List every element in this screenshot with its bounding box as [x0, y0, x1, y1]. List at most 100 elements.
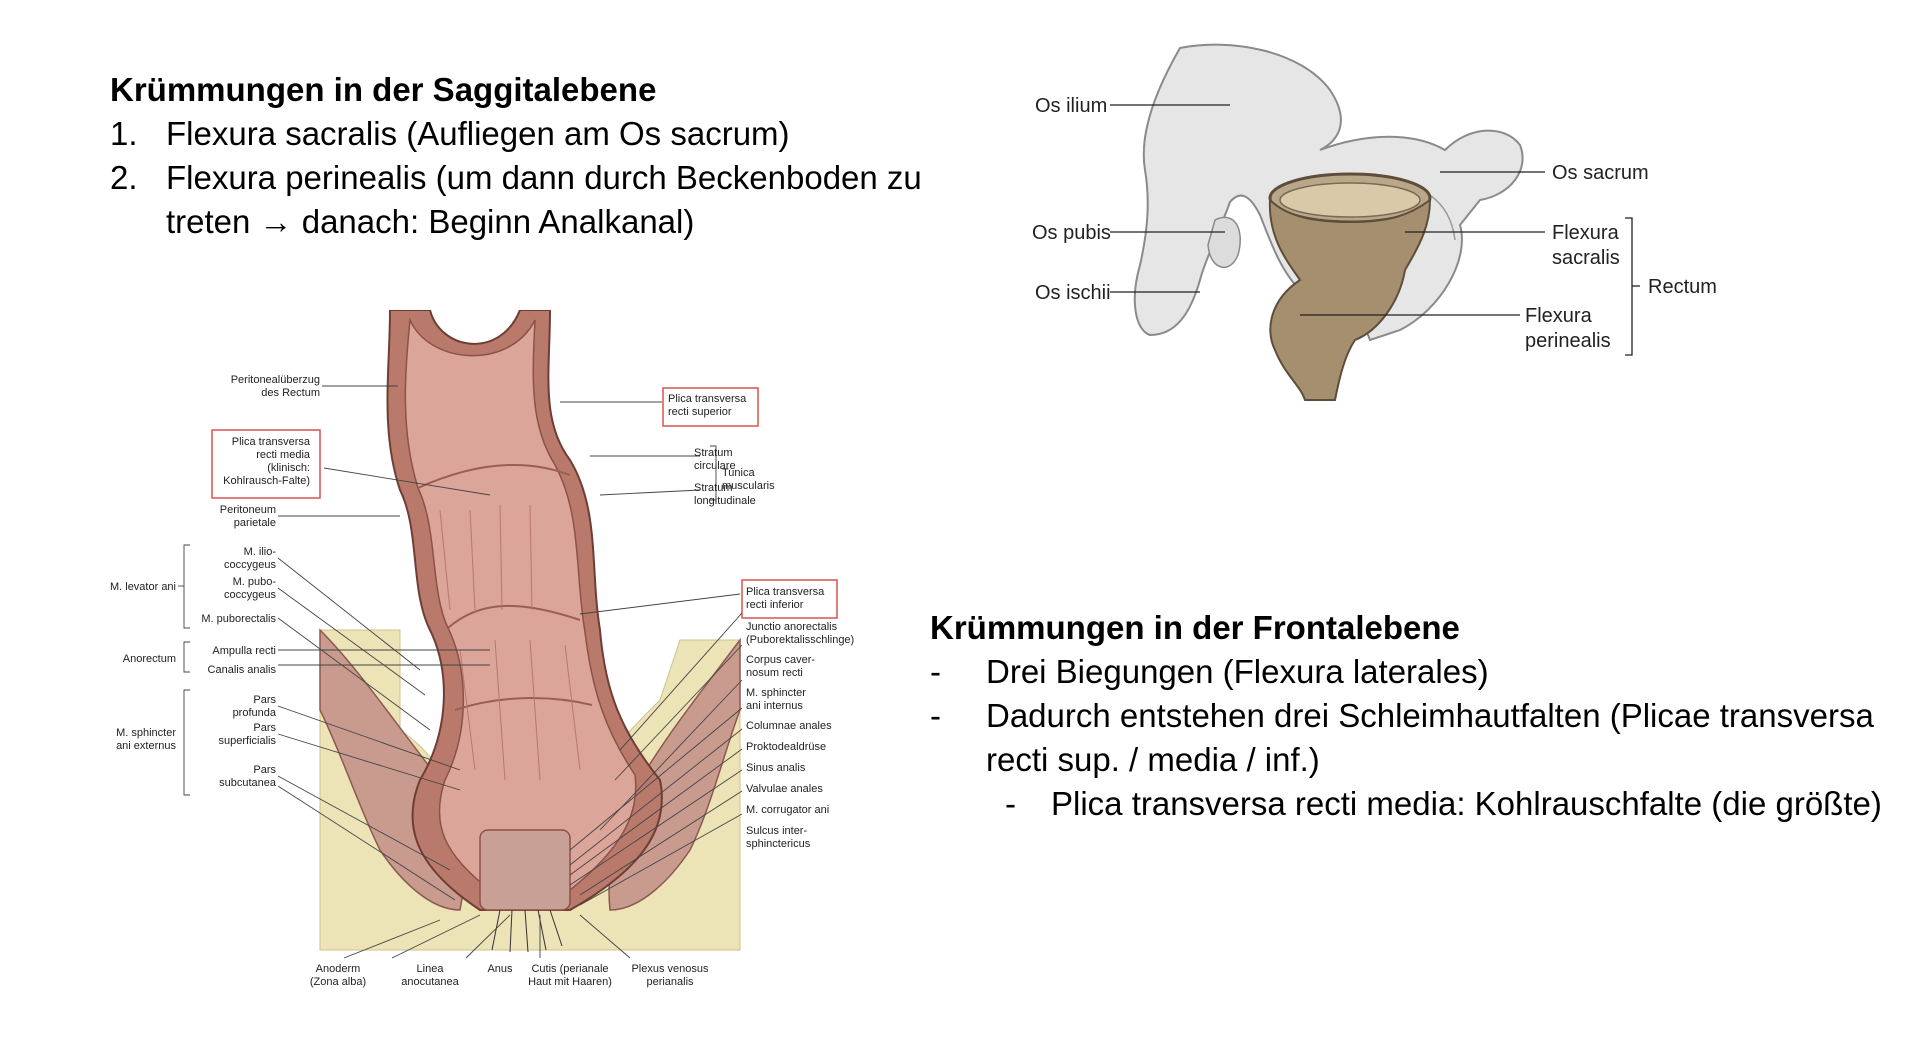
label-proktodeal: Proktodealdrüse: [746, 741, 826, 753]
label-peritoneum-1: Peritoneum: [220, 504, 276, 516]
list-text: Plica transversa recti media: Kohlrausch…: [1051, 785, 1882, 822]
label-os-ilium: Os ilium: [1035, 95, 1107, 117]
list-item-continuation: recti sup. / media / inf.): [930, 738, 1890, 782]
rectum-body: [1268, 197, 1432, 401]
sagittal-heading: Krümmungen in der Saggitalebene: [110, 71, 657, 108]
mucosa-striations: [439, 504, 581, 781]
sagittal-text-block: Krümmungen in der Saggitalebene 1. Flexu…: [110, 68, 970, 244]
label-tunica-1: Tunica: [722, 467, 755, 479]
label-os-ischii: Os ischii: [1035, 282, 1111, 304]
perianal-hairs: [491, 909, 563, 953]
list-item: 1. Flexura sacralis (Aufliegen am Os sac…: [110, 112, 970, 156]
highlight-box-superior: [662, 387, 759, 427]
label-media-4: Kohlrausch-Falte): [223, 475, 310, 487]
label-ilio-1: M. ilio-: [244, 546, 277, 558]
highlight-box-inferior: [741, 579, 838, 619]
list-marker: 1.: [110, 115, 138, 152]
label-junctio-1: Junctio anorectalis: [746, 621, 838, 633]
label-rectum: Rectum: [1648, 276, 1717, 298]
label-corpus-1: Corpus caver-: [746, 654, 815, 666]
label-longitudinale-2: longitudinale: [694, 495, 756, 507]
list-item: - Plica transversa recti media: Kohlraus…: [930, 782, 1890, 826]
label-tunica-2: muscularis: [722, 480, 775, 492]
label-valvulae: Valvulae anales: [746, 783, 823, 795]
list-text: treten → danach: Beginn Analkanal): [166, 203, 695, 240]
list-text: recti sup. / media / inf.): [986, 741, 1320, 778]
pelvis-leader-lines: [1110, 104, 1640, 356]
label-anus: Anus: [487, 963, 513, 975]
label-longitudinale-1: Stratum: [694, 482, 733, 494]
list-marker: -: [930, 697, 941, 734]
label-superior-1: Plica transversa: [668, 393, 747, 405]
label-subcutanea-1: Pars: [253, 764, 276, 776]
list-item: 2. Flexura perinealis (um dann durch Bec…: [110, 156, 970, 200]
label-internus-2: ani internus: [746, 700, 803, 712]
label-inferior-1: Plica transversa: [746, 586, 825, 598]
label-peritoneal-1: Peritonealüberzug: [231, 374, 320, 386]
list-text: Flexura sacralis (Aufliegen am Os sacrum…: [166, 115, 790, 152]
rectum-lumen: [404, 317, 637, 891]
label-pubo-2: coccygeus: [224, 589, 276, 601]
label-sulcus-2: sphinctericus: [746, 838, 811, 850]
rectum-folds: [417, 464, 593, 711]
label-peritoneum-2: parietale: [234, 517, 276, 529]
list-marker: -: [1005, 785, 1016, 822]
label-ampulla: Ampulla recti: [212, 645, 276, 657]
label-flexura-sacralis-2: sacralis: [1552, 247, 1620, 269]
label-cutis-2: Haut mit Haaren): [528, 976, 612, 988]
label-flexura-perinealis-2: perinealis: [1525, 330, 1611, 352]
label-puborectalis: M. puborectalis: [201, 613, 276, 625]
list-text: Dadurch entstehen drei Schleimhautfalten…: [986, 697, 1874, 734]
frontal-text-block: Krümmungen in der Frontalebene - Drei Bi…: [930, 606, 1890, 826]
label-plexus-1: Plexus venosus: [631, 963, 709, 975]
label-plexus-2: perianalis: [646, 976, 694, 988]
list-item: - Dadurch entstehen drei Schleimhautfalt…: [930, 694, 1890, 738]
label-media-1: Plica transversa: [232, 436, 311, 448]
rectum-inner: [1279, 182, 1421, 218]
label-anoderm-2: (Zona alba): [310, 976, 366, 988]
label-superior-2: recti superior: [668, 406, 732, 418]
label-profunda-1: Pars: [253, 694, 276, 706]
label-peritoneal-2: des Rectum: [261, 387, 320, 399]
label-media-3: (klinisch:: [267, 462, 310, 474]
label-inferior-2: recti inferior: [746, 599, 804, 611]
label-corrugator: M. corrugator ani: [746, 804, 829, 816]
label-flexura-sacralis-1: Flexura: [1552, 222, 1620, 244]
label-corpus-2: nosum recti: [746, 667, 803, 679]
anal-canal: [479, 829, 571, 911]
label-sphincter-2: ani externus: [116, 740, 176, 752]
label-sinus: Sinus analis: [746, 762, 806, 774]
list-text: Flexura perinealis (um dann durch Becken…: [166, 159, 922, 196]
list-text: Drei Biegungen (Flexura laterales): [986, 653, 1489, 690]
label-pubo-1: M. pubo-: [233, 576, 277, 588]
label-subcutanea-2: subcutanea: [219, 777, 277, 789]
label-junctio-2: (Puborektalisschlinge): [746, 634, 854, 646]
list-marker: 2.: [110, 159, 138, 196]
label-circulare-1: Stratum: [694, 447, 733, 459]
label-canalis: Canalis analis: [208, 664, 277, 676]
label-profunda-2: profunda: [233, 707, 277, 719]
label-os-sacrum: Os sacrum: [1552, 162, 1649, 184]
highlight-box-media: [211, 429, 321, 499]
label-linea-1: Linea: [417, 963, 445, 975]
label-linea-2: anocutanea: [401, 976, 459, 988]
label-anoderm-1: Anoderm: [316, 963, 361, 975]
label-ilio-2: coccygeus: [224, 559, 276, 571]
label-superficialis-2: superficialis: [219, 735, 277, 747]
list-marker: -: [930, 653, 941, 690]
label-columnae: Columnae anales: [746, 720, 832, 732]
label-sulcus-1: Sulcus inter-: [746, 825, 807, 837]
label-circulare-2: circulare: [694, 460, 736, 472]
label-media-2: recti media: [256, 449, 311, 461]
rectum-section-figure: Peritonealüberzug des Rectum Plica trans…: [110, 310, 854, 988]
pubis-shape: [1207, 216, 1241, 269]
list-item-continuation: treten → danach: Beginn Analkanal): [110, 200, 970, 244]
label-anorectum: Anorectum: [123, 653, 176, 665]
list-item: - Drei Biegungen (Flexura laterales): [930, 650, 1890, 694]
pelvis-rectum-figure: Os ilium Os pubis Os ischii Os sacrum Fl…: [1032, 43, 1717, 401]
label-levator: M. levator ani: [110, 581, 176, 593]
section-left-labels: Peritonealüberzug des Rectum Plica trans…: [110, 374, 320, 789]
section-bottom-labels: Anoderm (Zona alba) Linea anocutanea Anu…: [310, 963, 709, 988]
label-flexura-perinealis-1: Flexura: [1525, 305, 1593, 327]
label-internus-1: M. sphincter: [746, 687, 806, 699]
